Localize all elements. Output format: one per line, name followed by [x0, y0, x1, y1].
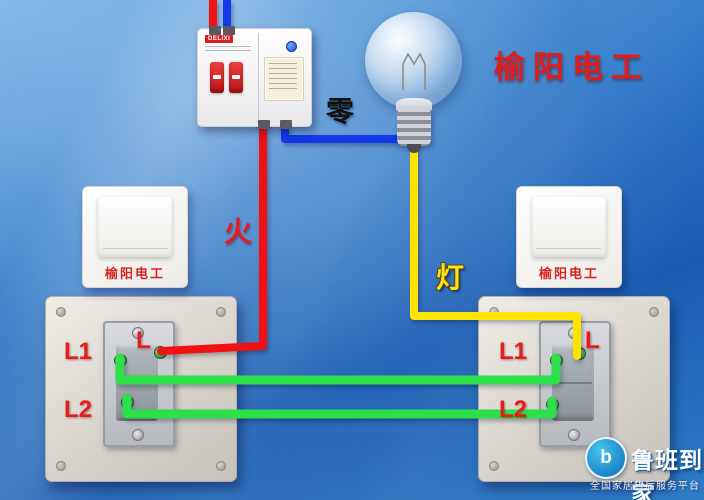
terminal-label-l2-left: L2	[64, 396, 93, 423]
lamp-wire-label: 灯	[436, 262, 465, 293]
breaker-spec-text	[205, 46, 251, 54]
mount-screw-icon	[568, 429, 580, 441]
cover-brand-label: 榆阳电工	[104, 266, 165, 281]
traveler-wire-top	[115, 353, 561, 385]
breaker-test-button	[286, 41, 297, 52]
breaker-toggle-left	[210, 62, 224, 93]
watermark-title: 鲁班到家	[631, 447, 703, 500]
watermark-logo-icon: b	[585, 437, 627, 479]
mount-screw-icon	[132, 327, 144, 339]
breaker-bottom-terminal	[280, 120, 292, 129]
watermark-subtitle: 全国家居售后服务平台	[590, 481, 700, 492]
live-wire-label: 火	[224, 216, 253, 247]
circuit-breaker: DELIXI	[197, 26, 312, 129]
corner-screw-icon	[489, 461, 499, 471]
lamp-wire	[410, 140, 581, 360]
cover-brand-label: 榆阳电工	[538, 266, 599, 281]
breaker-module-divider	[258, 33, 259, 122]
breaker-rating-sticker	[264, 57, 304, 101]
breaker-toggle-right	[229, 62, 243, 93]
neutral-wire-label: 零	[326, 96, 355, 127]
switch-cover-right: 榆阳电工	[516, 186, 622, 288]
traveler-wire-bottom	[122, 393, 557, 419]
corner-screw-icon	[216, 461, 226, 471]
bulb-contact-tip	[407, 144, 421, 153]
switch-cover-left: 榆阳电工	[82, 186, 188, 288]
cover-rocker	[98, 197, 172, 257]
bulb-filament-icon	[402, 52, 426, 90]
corner-screw-icon	[649, 461, 659, 471]
corner-screw-icon	[649, 307, 659, 317]
brand-watermark-top: 榆阳电工	[494, 50, 650, 85]
terminal-label-l2-right: L2	[499, 396, 528, 423]
breaker-top-terminal	[209, 26, 221, 35]
mount-screw-icon	[132, 429, 144, 441]
corner-screw-icon	[216, 307, 226, 317]
terminal-label-l-right: L	[585, 327, 600, 354]
cover-rocker	[532, 197, 606, 257]
breaker-top-terminal	[223, 26, 235, 35]
light-bulb-glass	[365, 12, 462, 109]
terminal-label-l1-right: L1	[499, 338, 528, 365]
live-wire	[157, 114, 267, 355]
terminal-label-l-left: L	[136, 327, 151, 354]
terminal-label-l1-left: L1	[64, 338, 93, 365]
breaker-brand-label: DELIXI	[205, 35, 234, 43]
bulb-screw-base	[397, 108, 431, 146]
corner-screw-icon	[56, 461, 66, 471]
corner-screw-icon	[56, 307, 66, 317]
breaker-bottom-terminal	[258, 120, 270, 129]
